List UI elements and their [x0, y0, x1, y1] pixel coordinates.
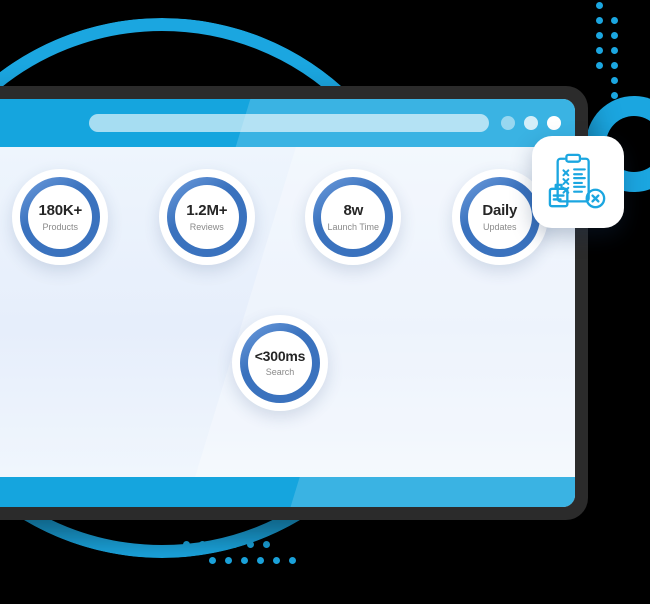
dot — [596, 17, 603, 24]
stat-card-reviews[interactable]: 1.2M+ Reviews — [158, 169, 255, 265]
dot — [596, 2, 603, 9]
stat-card-launch-time[interactable]: 8w Launch Time — [305, 169, 402, 265]
stat-label: Search — [265, 367, 295, 377]
dot — [209, 557, 216, 564]
stat-ring: 1.2M+ Reviews — [166, 177, 247, 257]
stat-inner: 1.2M+ Reviews — [174, 185, 239, 249]
dot — [273, 557, 280, 564]
stats-row-primary: 180K+ Products 1.2M+ Reviews — [0, 169, 575, 265]
browser-toolbar — [0, 99, 575, 147]
stat-label: Updates — [482, 221, 517, 232]
stat-card-search[interactable]: <300ms Search — [232, 315, 328, 411]
stat-card-updates[interactable]: Daily Updates — [451, 169, 548, 265]
dot — [611, 47, 618, 54]
dot — [611, 92, 618, 99]
stat-inner: Daily Updates — [467, 185, 532, 249]
page-content: 180K+ Products 1.2M+ Reviews — [0, 147, 575, 477]
dot — [215, 541, 222, 548]
footer-sheen-overlay — [177, 477, 575, 507]
stat-ring: 180K+ Products — [20, 177, 101, 257]
clipboard-checklist-badge[interactable] — [532, 136, 624, 228]
stat-inner: 8w Launch Time — [321, 185, 386, 249]
stat-label: Products — [42, 221, 79, 232]
dot — [225, 557, 232, 564]
dot — [289, 557, 296, 564]
dot — [596, 47, 603, 54]
window-controls — [501, 116, 561, 130]
stat-label: Launch Time — [327, 221, 380, 232]
browser-window-frame: 180K+ Products 1.2M+ Reviews — [0, 86, 588, 520]
dot — [247, 541, 254, 548]
stat-inner: <300ms Search — [248, 331, 312, 395]
address-bar-input[interactable] — [89, 114, 489, 132]
dot — [611, 62, 618, 69]
stat-value: 1.2M+ — [186, 201, 228, 219]
maximize-dot-icon[interactable] — [524, 116, 538, 130]
minimize-dot-icon[interactable] — [501, 116, 515, 130]
dot-grid-bottom-left — [183, 541, 296, 573]
dot — [596, 62, 603, 69]
dot — [596, 32, 603, 39]
stat-value: 8w — [343, 201, 364, 219]
browser-screen: 180K+ Products 1.2M+ Reviews — [0, 99, 575, 507]
stats-row-secondary: <300ms Search — [0, 315, 575, 411]
stat-ring: Daily Updates — [459, 177, 540, 257]
dot — [263, 541, 270, 548]
dot — [199, 541, 206, 548]
stat-label: Reviews — [189, 221, 224, 232]
dot — [611, 32, 618, 39]
stat-value: <300ms — [254, 348, 306, 364]
stat-ring: 8w Launch Time — [313, 177, 394, 257]
stat-ring: <300ms Search — [240, 323, 320, 403]
stat-inner: 180K+ Products — [28, 185, 93, 249]
browser-footer-bar — [0, 477, 575, 507]
dot-grid-top-right — [596, 2, 626, 107]
dot — [611, 17, 618, 24]
clipboard-checklist-icon — [548, 153, 606, 209]
close-dot-icon[interactable] — [547, 116, 561, 130]
stat-value: 180K+ — [38, 201, 83, 219]
dot — [257, 557, 264, 564]
stat-card-products[interactable]: 180K+ Products — [12, 169, 109, 265]
dot — [183, 541, 190, 548]
stat-value: Daily — [482, 201, 518, 219]
dot — [231, 541, 238, 548]
dot — [611, 77, 618, 84]
dot — [241, 557, 248, 564]
